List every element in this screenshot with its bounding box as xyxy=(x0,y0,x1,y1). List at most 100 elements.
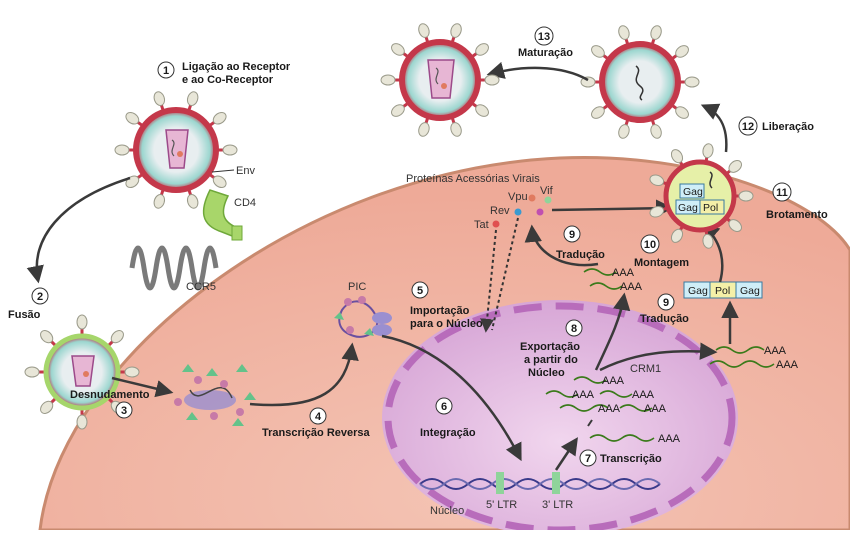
step-4-label: Transcrição Reversa xyxy=(262,427,371,439)
envelope-spike-head xyxy=(702,143,714,159)
envelope-spike-head xyxy=(475,43,489,56)
step-12-badge xyxy=(738,116,758,136)
bud-gag-box xyxy=(679,183,705,199)
envelope-spike-head xyxy=(684,76,700,88)
envelope-spike-head xyxy=(124,366,140,378)
envelope-spike-head xyxy=(40,400,54,414)
step-5-badge xyxy=(411,281,429,299)
envelope-spike-head xyxy=(675,106,689,119)
ccr5-label: CCR5 xyxy=(186,281,216,293)
nucleus-label: Núcleo xyxy=(430,505,464,517)
envelope-spike-head xyxy=(728,160,742,173)
bud-pol-text: Pol xyxy=(703,202,718,214)
step-4-badge xyxy=(309,407,327,425)
arrow-transcription xyxy=(554,437,578,471)
envelope-spike-head xyxy=(114,144,130,156)
rna-tail: AAA xyxy=(598,403,621,415)
rev-dot xyxy=(514,208,522,216)
arrow-nuclear-import xyxy=(381,334,522,462)
uncoated-contents xyxy=(174,364,256,426)
step-10-badge xyxy=(640,234,660,254)
envelope-spike-head xyxy=(650,124,662,139)
envelope-spike-head xyxy=(153,91,166,106)
step-1-number: 1 xyxy=(163,65,169,77)
step-2-number: 2 xyxy=(37,291,43,303)
rna-tail: AAA xyxy=(572,389,595,401)
envelope-spike-head xyxy=(24,366,40,378)
envelope-spike-head xyxy=(650,25,662,40)
envelope-spike-head xyxy=(391,43,405,56)
cd4-label: CD4 xyxy=(234,197,256,209)
envelope-spike-head xyxy=(222,144,238,156)
tat-dot xyxy=(492,220,500,228)
envelope-spike-head xyxy=(649,174,665,187)
envelope-spike-head xyxy=(591,45,605,58)
virion-binding xyxy=(114,91,238,209)
rev-label: Rev xyxy=(490,205,510,217)
envelope-spike-head xyxy=(76,414,88,430)
arrow-release xyxy=(700,103,728,153)
step-13-badge xyxy=(534,26,554,46)
virion-mature xyxy=(380,23,500,137)
envelope-spike-head xyxy=(450,122,462,137)
rna-tail: AAA xyxy=(612,267,635,279)
step-4-number: 4 xyxy=(315,411,322,423)
arrow-tat-nucleus xyxy=(480,229,497,333)
envelope-spike-head xyxy=(110,330,124,344)
vpu-dot xyxy=(528,194,536,202)
arrow-export-right xyxy=(599,342,718,372)
arrow-export-left xyxy=(594,292,631,371)
envelope-spike-head xyxy=(391,104,405,117)
envelope-spike-head xyxy=(618,25,630,40)
ltr3-label: 3' LTR xyxy=(542,499,573,511)
envelope-spike-head xyxy=(380,74,396,86)
step-10-number: 10 xyxy=(644,239,656,251)
cyto-rna-right xyxy=(709,346,775,368)
step-8-badge xyxy=(565,319,583,337)
extra-dot xyxy=(536,208,544,216)
nuclear-rna xyxy=(545,376,655,442)
envelope-spike-head xyxy=(418,122,430,137)
envelope-spike-head xyxy=(484,74,500,86)
env-pointer xyxy=(211,169,235,173)
step-5-label-line2: para o Núcleo xyxy=(410,318,483,330)
arrow-rev-nucleus xyxy=(491,217,519,331)
arrow-maturation xyxy=(486,61,589,82)
envelope-spike-head xyxy=(738,190,754,202)
integrated-dna xyxy=(419,472,661,494)
envelope-spike-head xyxy=(670,228,684,243)
rna-tail: AAA xyxy=(644,403,667,415)
step-1-label-line1: Ligação ao Receptor xyxy=(182,61,291,73)
envelope-spike-head xyxy=(728,219,742,232)
envelope-spike-head xyxy=(591,106,605,119)
envelope-spike-head xyxy=(40,330,54,344)
env-label: Env xyxy=(236,165,255,177)
envelope-spike-head xyxy=(186,194,199,209)
step-9b-label: Tradução xyxy=(640,313,689,325)
bud-gag-text: Gag xyxy=(683,186,703,198)
nucleus xyxy=(382,300,738,535)
pic-label: PIC xyxy=(348,281,366,293)
step-5-label-line1: Importação xyxy=(410,305,470,317)
envelope-spike-head xyxy=(125,111,140,125)
step-8-label-line1: Exportação xyxy=(520,341,580,353)
gag-box-1: Gag xyxy=(688,285,708,297)
pre-integration-complex xyxy=(334,296,392,338)
step-7-label: Transcrição xyxy=(600,453,662,465)
tat-label: Tat xyxy=(474,219,489,231)
arrow-to-bud-top xyxy=(551,199,674,217)
step-6-label: Integração xyxy=(420,427,476,439)
arrow-uncoating xyxy=(111,376,174,398)
step-7-badge xyxy=(579,449,597,467)
step-2-label: Fusão xyxy=(8,309,41,321)
rna-tail: AAA xyxy=(632,389,655,401)
rna-tail: AAA xyxy=(620,281,643,293)
step-12-number: 12 xyxy=(742,121,754,133)
step-8-label-line2: a partir do xyxy=(524,354,578,366)
arrow-reverse-transcription xyxy=(249,342,359,407)
step-9a-number: 9 xyxy=(569,229,575,241)
step-9a-label: Tradução xyxy=(556,249,605,261)
vpu-label: Vpu xyxy=(508,191,528,203)
envelope-spike-head xyxy=(670,149,684,164)
